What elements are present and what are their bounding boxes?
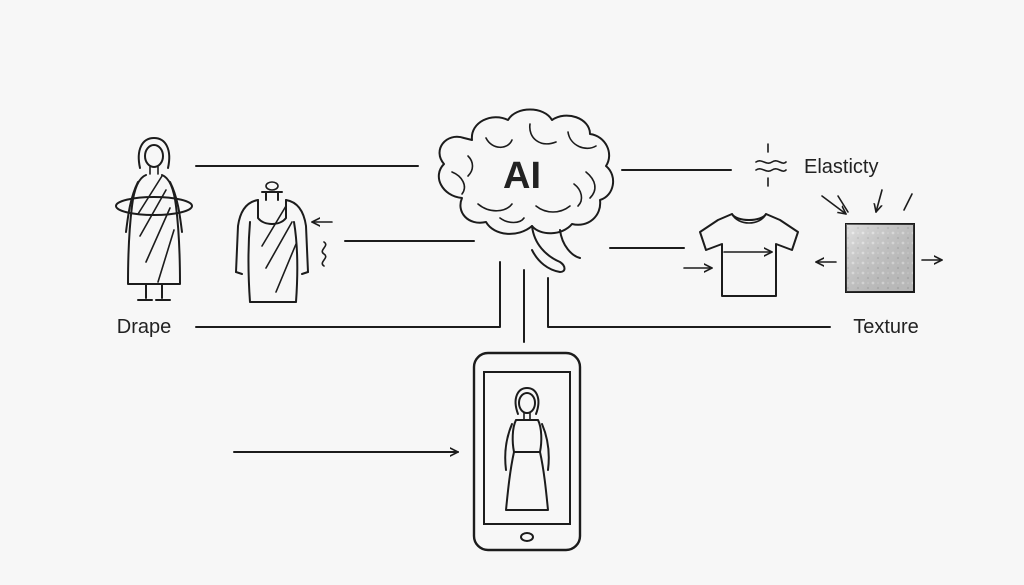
- tshirt-icon: [699, 213, 799, 297]
- smartphone-icon: [472, 351, 582, 552]
- brain-icon: [437, 108, 615, 273]
- woman-in-dress-icon: [504, 387, 550, 511]
- connectors: [195, 165, 831, 452]
- drape-label: Drape: [117, 316, 171, 338]
- wavy-stretch-icon: [755, 143, 787, 187]
- elasticity-label: Elasticty: [804, 156, 878, 178]
- texture-label: Texture: [853, 316, 919, 338]
- connector-texture-bottom: [547, 277, 831, 328]
- squiggle-icon: [321, 241, 327, 267]
- swatch-arrow-top-1: [837, 195, 849, 213]
- swatch-arrow-top-right: [903, 193, 913, 211]
- connector-drape-bottom: [195, 261, 501, 328]
- ai-label: AI: [503, 155, 541, 197]
- swatch-arrow-top-left: [821, 195, 847, 215]
- dress-form-icon: [235, 181, 309, 303]
- fabric-swatch-icon: [845, 223, 915, 293]
- woman-in-saree-icon: [115, 137, 193, 301]
- swatch-arrow-top-2: [876, 189, 883, 213]
